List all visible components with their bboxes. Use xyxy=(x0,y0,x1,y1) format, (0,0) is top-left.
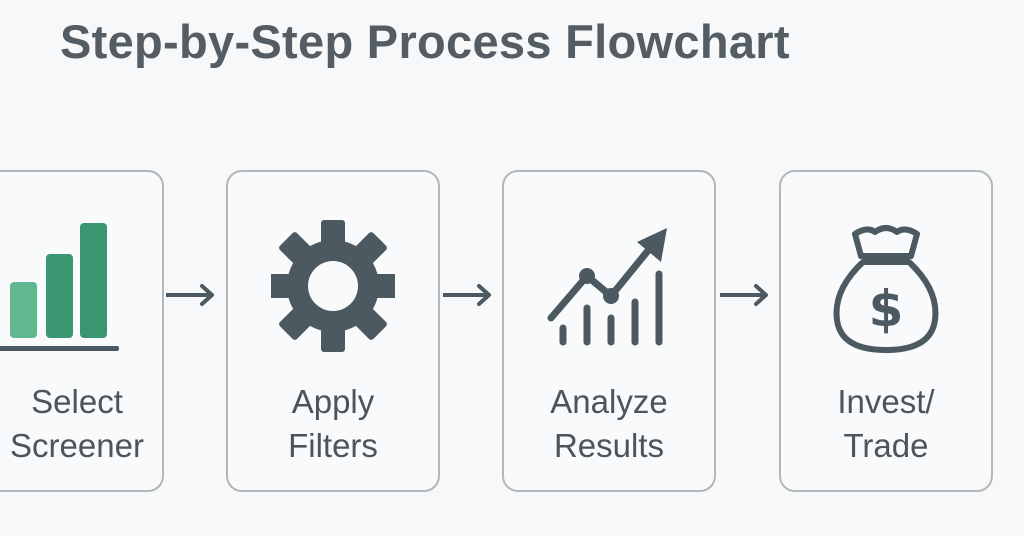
gear-icon xyxy=(228,220,438,352)
page-title: Step-by-Step Process Flowchart xyxy=(60,15,790,68)
arrow-right-icon xyxy=(166,284,214,306)
step-apply-filters: Apply Filters xyxy=(226,170,440,492)
money-bag-icon: $ xyxy=(781,222,991,354)
step-label: Invest/ Trade xyxy=(781,380,991,468)
step-select-screener: Select Screener xyxy=(0,170,164,492)
step-label-line: Invest/ xyxy=(837,383,935,420)
step-label: Analyze Results xyxy=(504,380,714,468)
step-label: Select Screener xyxy=(0,380,162,468)
step-analyze-results: Analyze Results xyxy=(502,170,716,492)
step-label-line: Analyze xyxy=(550,383,668,420)
step-label-line: Apply xyxy=(291,383,375,420)
svg-text:$: $ xyxy=(869,280,904,338)
arrow-right-icon xyxy=(443,284,491,306)
trend-chart-icon xyxy=(504,220,714,352)
step-label-line: Trade xyxy=(843,427,929,464)
step-label: Apply Filters xyxy=(228,380,438,468)
arrow-right-icon xyxy=(720,284,768,306)
step-label-line: Results xyxy=(553,427,665,464)
step-label-line: Select xyxy=(31,383,123,420)
step-label-line: Filters xyxy=(288,427,378,464)
bar-chart-icon xyxy=(0,220,162,352)
step-invest-trade: $ Invest/ Trade xyxy=(779,170,993,492)
step-label-line: Screener xyxy=(10,427,144,464)
